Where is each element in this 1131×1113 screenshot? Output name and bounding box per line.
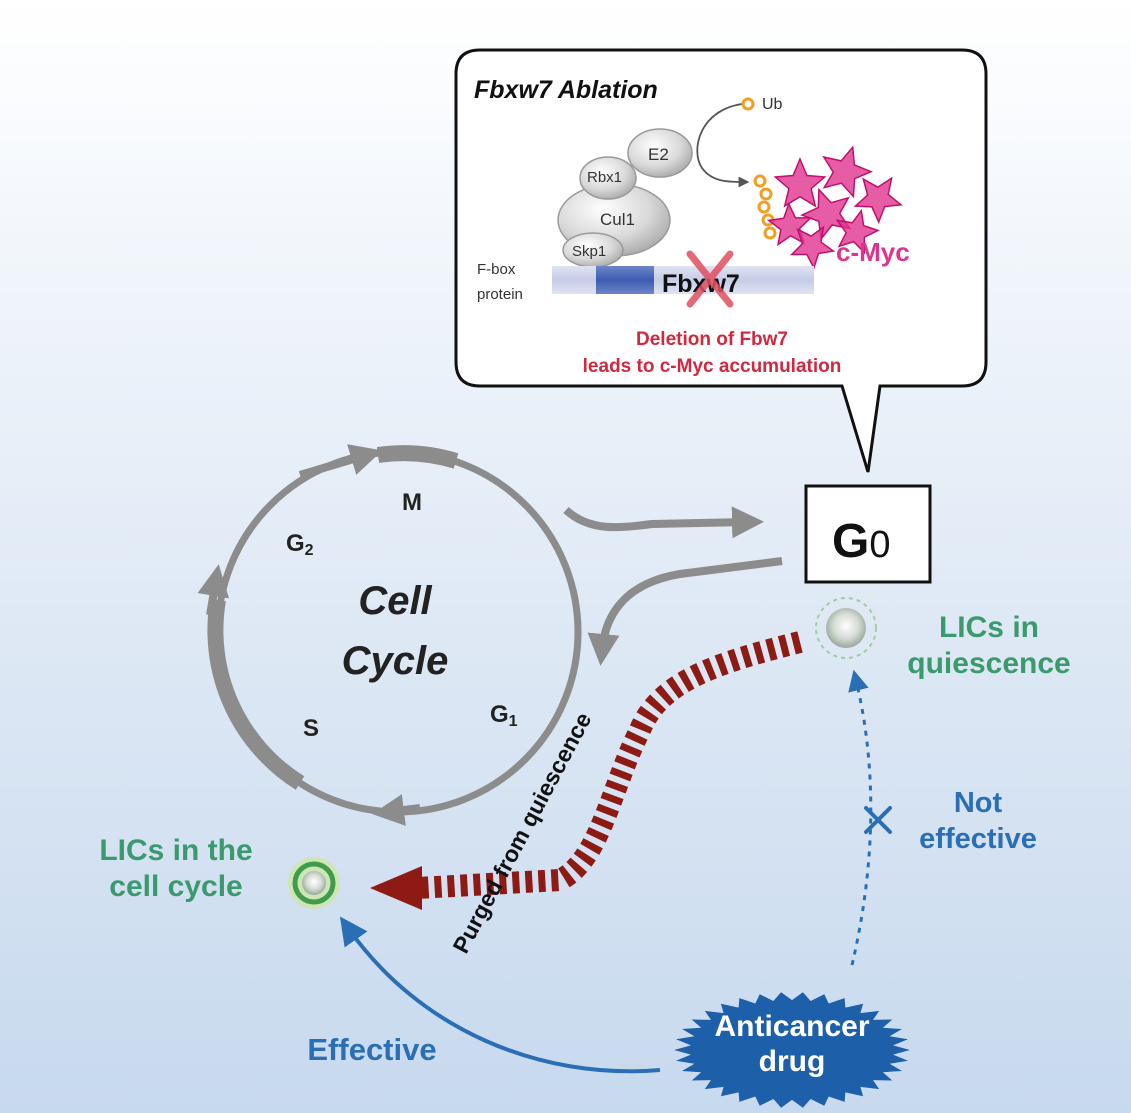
e2-blob [627, 128, 693, 178]
cycle-arrow-top [298, 444, 383, 479]
deletion-text-line1: Deletion of Fbw7 [636, 329, 788, 350]
cul1-label: Cul1 [600, 210, 635, 229]
cell-cycle-title-line2: Cycle [342, 639, 449, 683]
ub-label: Ub [762, 96, 783, 113]
not-effective-line2: effective [919, 823, 1037, 855]
phase-g2-label: G2 [286, 530, 314, 559]
rbx1-blob [579, 156, 637, 200]
callout-title: Fbxw7 Ablation [474, 76, 658, 104]
reentry-arrow [587, 557, 783, 666]
cmyc-star [822, 145, 873, 199]
effective-label: Effective [307, 1032, 436, 1067]
ubiquitin-chain [753, 174, 777, 240]
cmyc-star-cluster [766, 145, 903, 270]
deletion-text-line2: leads to c-Myc accumulation [583, 356, 842, 377]
phase-m-label: M [402, 489, 422, 516]
fbox-domain [596, 266, 654, 294]
m-phase-segment [376, 445, 459, 469]
drug-label-line2: drug [759, 1045, 826, 1078]
cmyc-star [789, 225, 836, 270]
lics-quiescence-line2: quiescence [907, 647, 1070, 680]
cell-cycle-title-line1: Cell [358, 579, 432, 623]
phase-g1-label: G1 [490, 701, 518, 730]
fbox-protein-bar [552, 266, 814, 294]
ubiquitin-complex: E2 Rbx1 Cul1 Skp1 [557, 128, 693, 268]
blocked-cross-icon [864, 806, 892, 834]
not-effective-line1: Not [954, 787, 1003, 819]
cycle-arrow-left [197, 564, 230, 616]
ubiquitin-transfer-arrow [696, 103, 750, 188]
purged-label: Purged from quiescence [447, 708, 596, 957]
cell-cycle-ring [207, 445, 582, 816]
cmyc-star [835, 208, 880, 255]
drug-label-line1: Anticancer [714, 1010, 869, 1043]
exit-to-g0-arrow [563, 506, 764, 539]
cycle-arrow-bottom [372, 794, 421, 826]
skp1-label: Skp1 [572, 243, 606, 260]
lics-cycle-line1: LICs in the [99, 834, 252, 867]
fbox-label-line2: protein [477, 286, 523, 303]
cmyc-star [773, 157, 827, 208]
quiescent-lic-cell [815, 597, 877, 659]
anticancer-drug-burst [674, 992, 910, 1108]
purged-arrow [417, 631, 803, 899]
cmyc-star [853, 176, 903, 224]
phase-s-label: S [303, 715, 319, 742]
s-phase-segment [207, 598, 305, 790]
g0-box [804, 484, 932, 584]
lics-quiescence-line1: LICs in [939, 611, 1039, 644]
ubiquitin-icon [741, 97, 755, 111]
fbox-label-line1: F-box [477, 261, 516, 278]
effective-arrow [339, 916, 661, 1074]
rbx1-label: Rbx1 [587, 169, 622, 186]
g0-label: G0 [832, 515, 890, 568]
cmyc-label: c-Myc [836, 237, 910, 267]
purged-arrow-head [370, 866, 422, 910]
not-effective-arrow [848, 669, 873, 966]
deletion-cross-icon [686, 250, 734, 308]
e2-label: E2 [648, 145, 669, 164]
cycling-lic-cell [288, 857, 340, 909]
lics-cycle-line2: cell cycle [109, 870, 242, 903]
